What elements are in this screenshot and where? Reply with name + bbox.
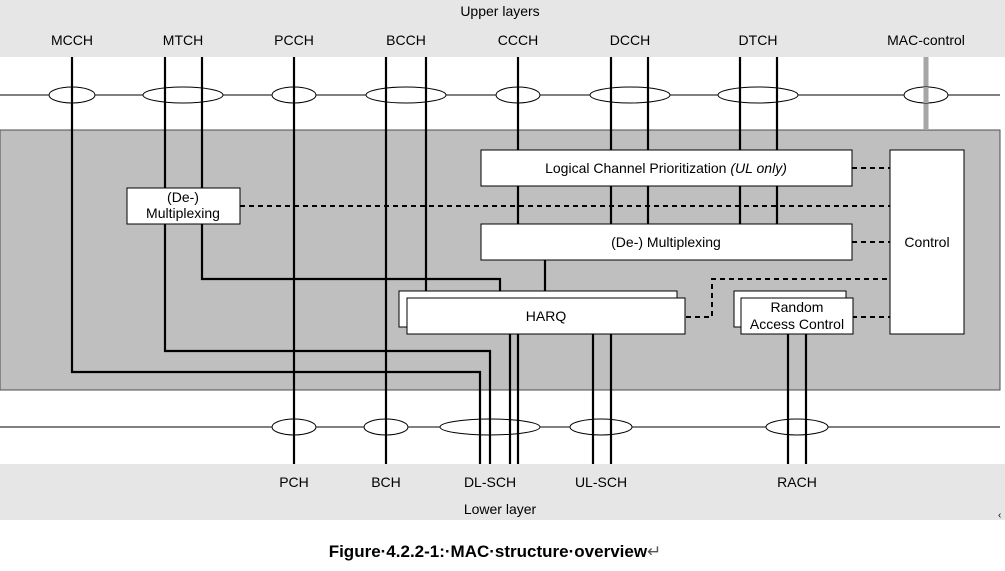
- logical-line-overlays: [70, 87, 779, 103]
- edge-marker: ‹: [998, 510, 1001, 521]
- control-block: [889, 149, 965, 335]
- transport-channel-label: BCH: [371, 474, 401, 490]
- mtch-demux-out-2: [200, 224, 502, 298]
- transport-line-overlays: [292, 419, 808, 435]
- logical-channel-label: CCCH: [498, 32, 538, 48]
- demux-left-block: [126, 187, 241, 225]
- logical-channel-label: DCCH: [610, 32, 650, 48]
- upper-layers-band: [0, 0, 1005, 57]
- logical-channel-label: MAC-control: [887, 32, 965, 48]
- sap-ellipse: [717, 86, 799, 104]
- channel-lines: [70, 57, 808, 464]
- harq-block: [406, 297, 686, 335]
- demux-left-label-line1: (De-): [167, 189, 199, 205]
- logical-channel-label: PCCH: [274, 32, 314, 48]
- sap-ellipse: [569, 418, 633, 436]
- demux-left-label-line2: Multiplexing: [146, 205, 220, 221]
- rach-control-label-line1: Random: [771, 299, 824, 315]
- upper-layers-label: Upper layers: [460, 3, 539, 19]
- logical-channel-label: DTCH: [739, 32, 778, 48]
- lcp-block: [480, 149, 853, 187]
- rach-control-block: [740, 297, 854, 335]
- logical-channel-label: MTCH: [163, 32, 203, 48]
- lcp-label: Logical Channel Prioritization (UL only): [545, 160, 787, 176]
- sap-ellipse: [142, 86, 224, 104]
- transport-channel-label: UL-SCH: [575, 474, 627, 490]
- transport-channel-label: DL-SCH: [464, 474, 516, 490]
- control-dashed-lines: [240, 167, 890, 318]
- sap-ellipse: [365, 86, 447, 104]
- logical-channel-label: MCCH: [51, 32, 93, 48]
- logical-channel-label: BCCH: [386, 32, 426, 48]
- sap-ellipse: [589, 86, 671, 104]
- transport-channel-label: RACH: [777, 474, 817, 490]
- harq-label: HARQ: [526, 308, 567, 324]
- transport-channel-label: PCH: [279, 474, 309, 490]
- sap-ellipse: [765, 418, 829, 436]
- mtch-demux-out-1: [163, 224, 492, 464]
- control-label: Control: [904, 234, 949, 250]
- lower-layer-band: [0, 464, 1005, 520]
- demux-right-label: (De-) Multiplexing: [611, 234, 721, 250]
- lower-layer-label: Lower layer: [464, 501, 537, 517]
- demux-right-block: [480, 223, 853, 261]
- mcch-line: [70, 57, 482, 464]
- figure-caption: Figure·4.2.2-1:·MAC·structure·overview↵: [329, 542, 662, 561]
- rach-control-label-line2: Access Control: [750, 316, 844, 332]
